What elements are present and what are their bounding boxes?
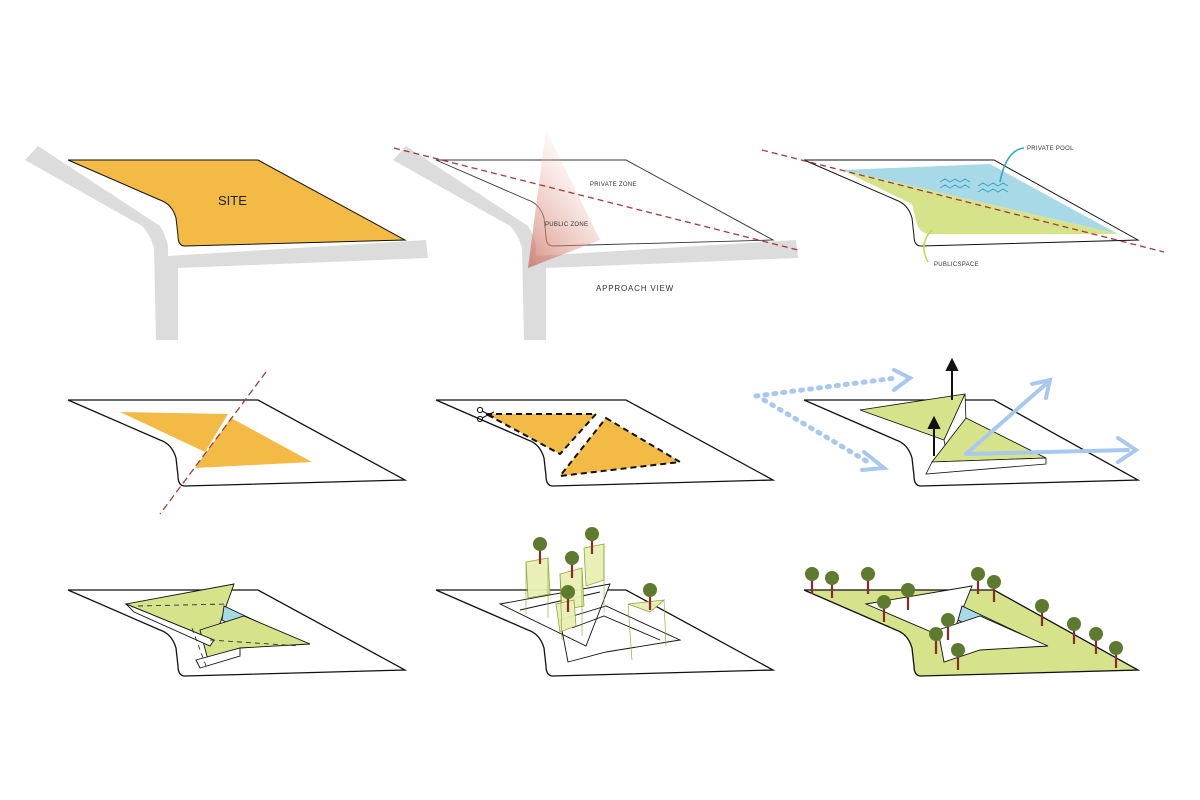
- view-cone: [528, 130, 600, 268]
- private-pool-label: PRIVATE POOL: [1027, 146, 1074, 152]
- panel-folded: [67, 583, 408, 677]
- view-arrow-up: [964, 382, 1048, 456]
- panel-lift: [753, 357, 1141, 487]
- wall: [195, 647, 241, 669]
- volume-right: [557, 416, 684, 478]
- public-space-label: PUBLICSPACE: [934, 262, 979, 268]
- roof-right: [199, 615, 311, 661]
- approach-arrows: [753, 368, 1140, 472]
- volume-right: [195, 418, 312, 468]
- panel-exploded: [435, 525, 776, 677]
- dotted-arrow-upper: [753, 375, 899, 399]
- up-arrow-icon: [927, 357, 959, 456]
- wave-icon: [939, 178, 1009, 193]
- panel-final: [803, 565, 1141, 677]
- volume-left: [485, 413, 599, 456]
- lifted-panels: [525, 543, 666, 633]
- road: [25, 146, 428, 340]
- wall-left: [125, 603, 215, 647]
- panel-approach-view: PRIVATE ZONE PUBLIC ZONE APPROACH VIEW: [393, 130, 799, 340]
- road: [393, 146, 798, 340]
- dashed-fold: [137, 603, 301, 667]
- panel-zoning: PRIVATE POOL PUBLICSPACE: [761, 146, 1165, 268]
- private-zone-label: PRIVATE ZONE: [590, 182, 637, 188]
- panel-split: [67, 371, 408, 515]
- dotted-arrow-lower: [761, 397, 871, 465]
- public-space-leader: [923, 229, 933, 263]
- pool-leader: [999, 147, 1025, 183]
- folded-forms: [498, 583, 682, 663]
- cut-line: [761, 149, 1165, 253]
- site-label: SITE: [218, 193, 247, 208]
- private-zone-fill: [842, 164, 1118, 234]
- panel-site: SITE: [25, 146, 428, 340]
- dotted-arrow-lower-head: [860, 450, 890, 472]
- view-arrow-up-head: [1030, 377, 1053, 400]
- view-arrow-right-head: [1116, 436, 1140, 464]
- public-zone-fill: [842, 170, 1118, 234]
- view-arrow-right: [964, 448, 1130, 456]
- site-plot: [67, 159, 407, 247]
- projection-lines: [525, 544, 667, 661]
- dotted-arrow-upper-head: [892, 368, 914, 392]
- panel-cut: [435, 399, 776, 487]
- cut-line: [159, 371, 267, 515]
- scissors-icon: [476, 406, 495, 423]
- volume-right-wall: [925, 457, 1047, 475]
- approach-view-label: APPROACH VIEW: [596, 284, 674, 293]
- volume-left: [120, 412, 228, 452]
- building-right: [937, 615, 1049, 663]
- public-zone-label: PUBLIC ZONE: [545, 222, 588, 228]
- folded-inner: [519, 591, 661, 641]
